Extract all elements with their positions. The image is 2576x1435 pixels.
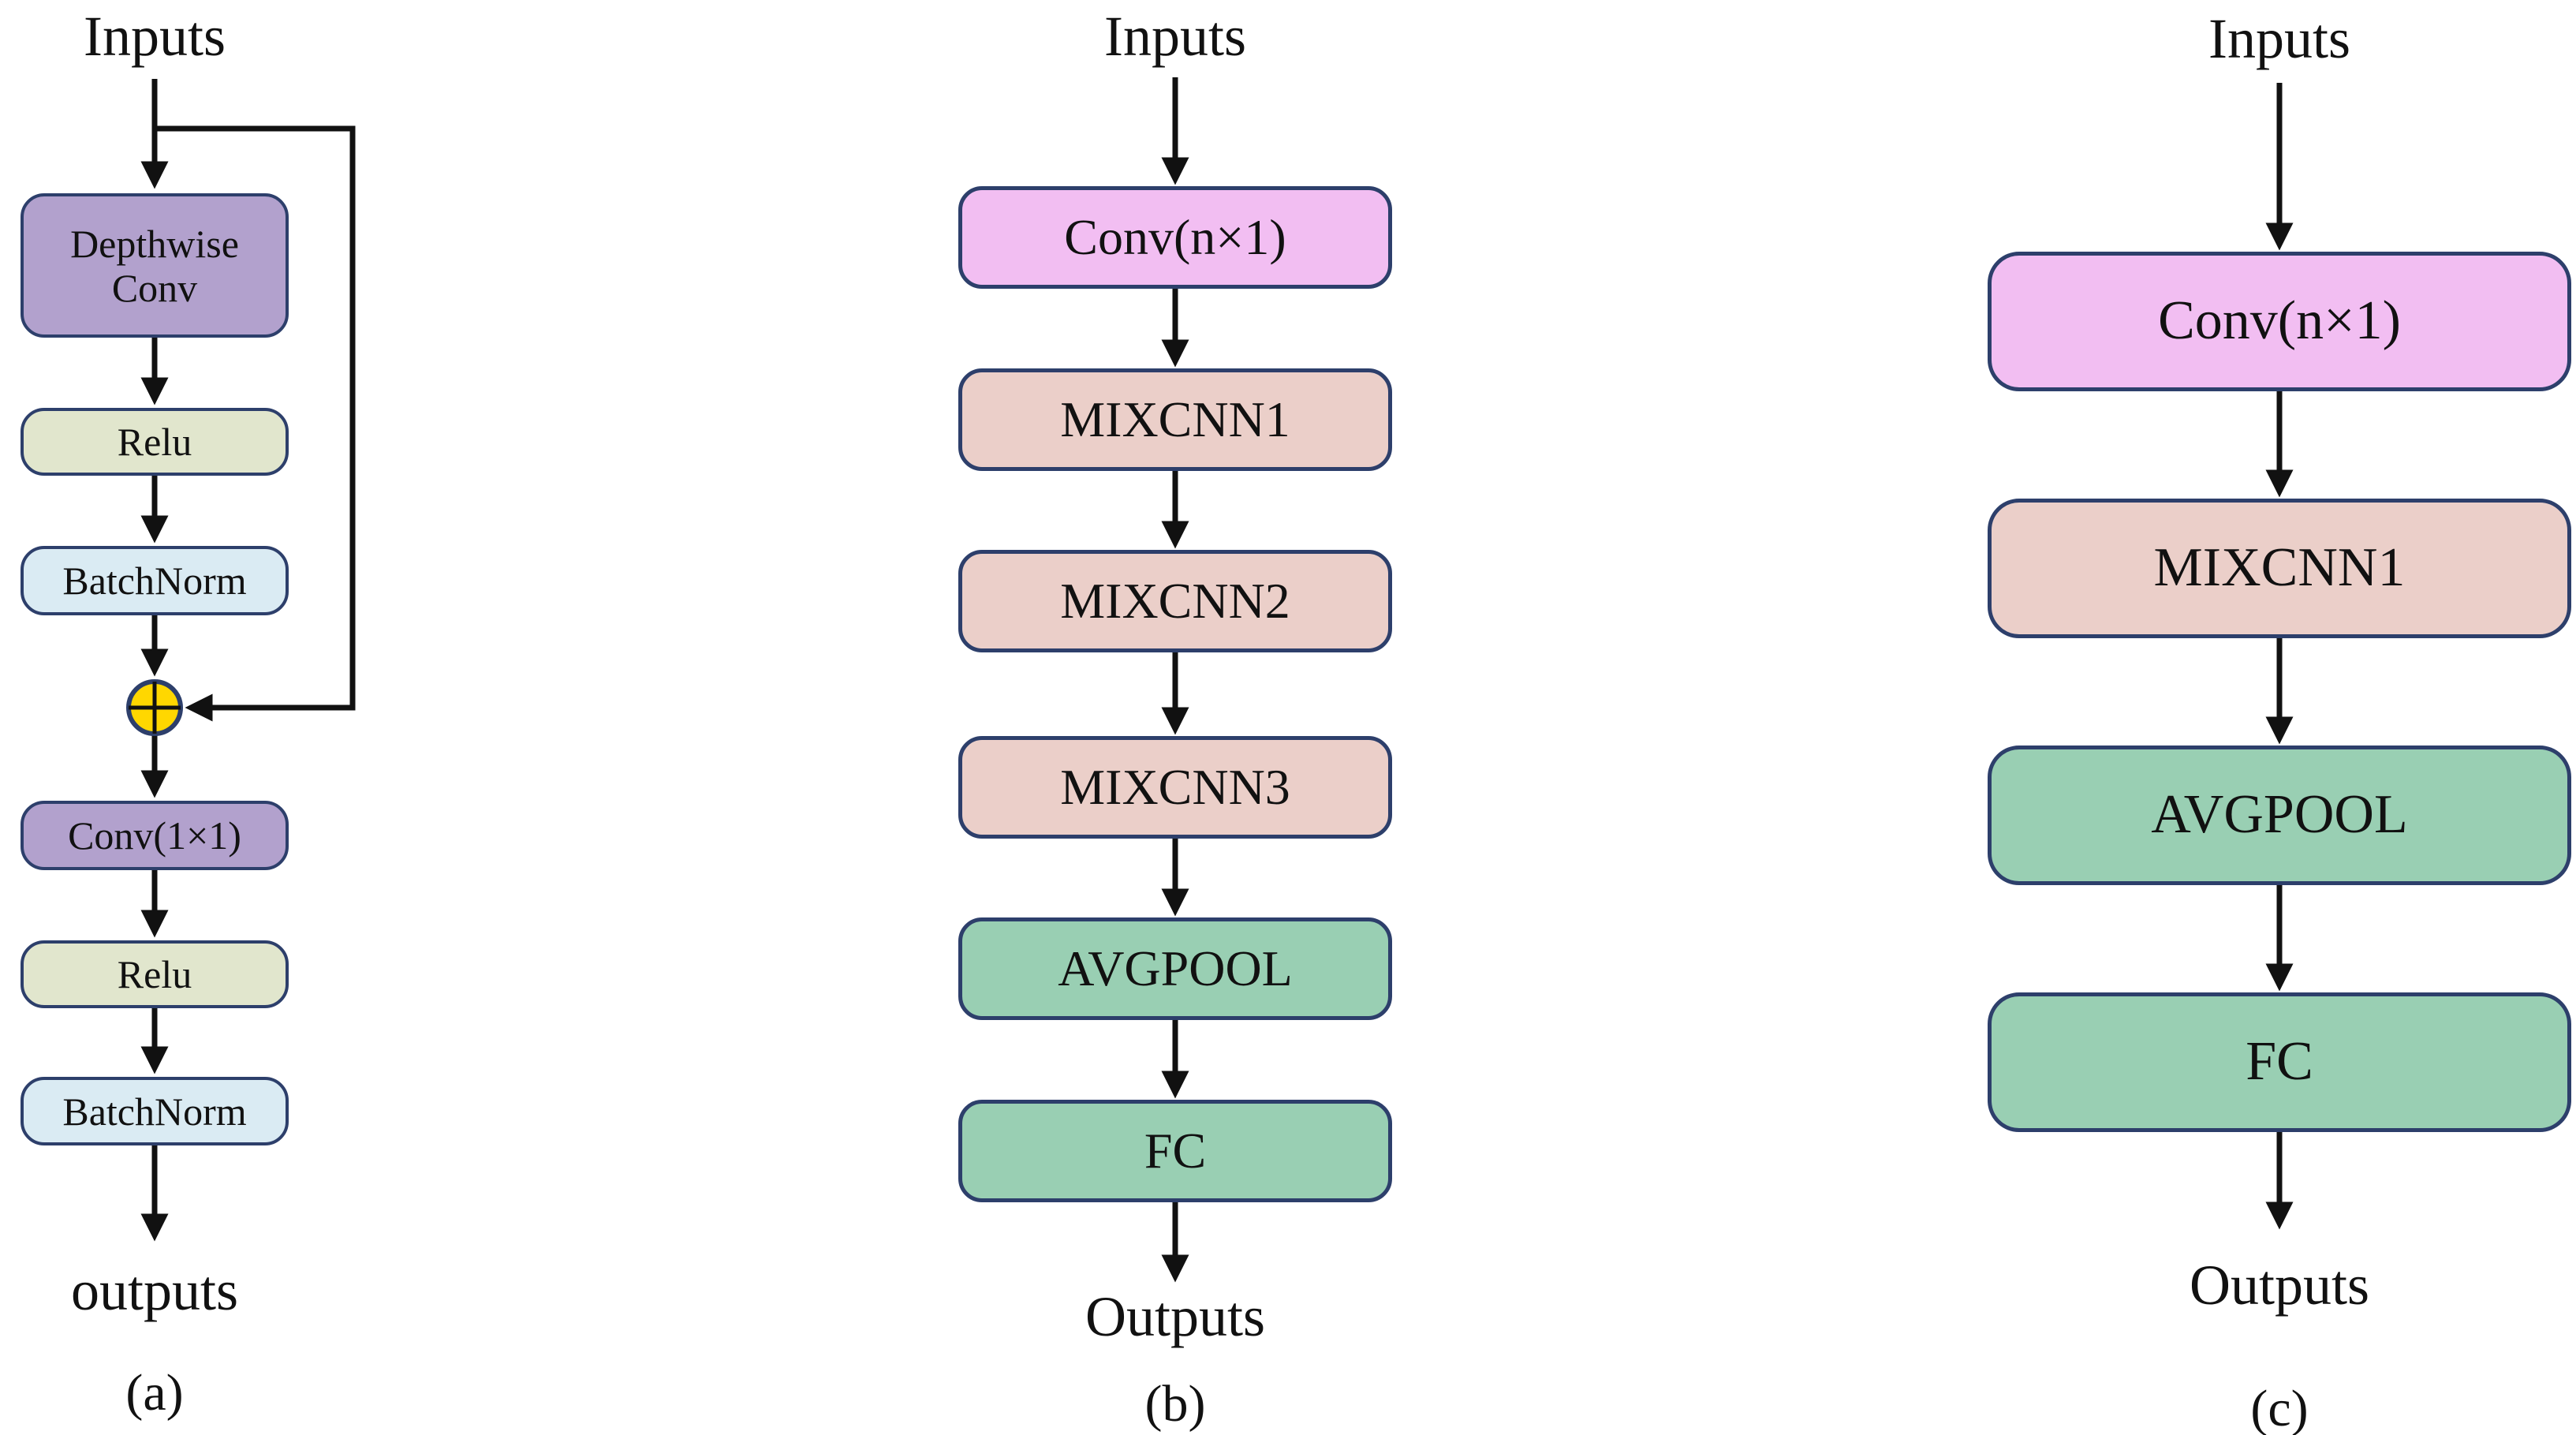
- node-mixcnn2: MIXCNN2: [958, 550, 1392, 652]
- node-fc: FC: [1988, 992, 2571, 1132]
- inputs-label: Inputs: [84, 5, 226, 68]
- outputs-label: outputs: [70, 1259, 239, 1322]
- node-mixcnn1: MIXCNN1: [1988, 499, 2571, 638]
- node-mixcnn1: MIXCNN1: [958, 368, 1392, 471]
- outputs-label: Outputs: [1085, 1285, 1266, 1348]
- node-conv-1x1: Conv(1×1): [21, 801, 289, 870]
- inputs-label: Inputs: [1104, 5, 1246, 68]
- node-avgpool: AVGPOOL: [958, 917, 1392, 1020]
- outputs-label: Outputs: [2189, 1254, 2370, 1317]
- caption-c: (c): [2250, 1380, 2309, 1435]
- node-batchnorm-2: BatchNorm: [21, 1077, 289, 1145]
- caption-b: (b): [1144, 1375, 1206, 1433]
- node-batchnorm-1: BatchNorm: [21, 546, 289, 615]
- node-relu-2: Relu: [21, 940, 289, 1008]
- inputs-label: Inputs: [2208, 7, 2350, 70]
- node-depthwise-conv: Depthwise Conv: [21, 193, 289, 338]
- circle-plus-icon: [126, 679, 183, 736]
- node-avgpool: AVGPOOL: [1988, 746, 2571, 885]
- node-mixcnn3: MIXCNN3: [958, 736, 1392, 839]
- node-conv-nx1: Conv(n×1): [958, 186, 1392, 289]
- node-fc: FC: [958, 1100, 1392, 1202]
- node-relu-1: Relu: [21, 408, 289, 476]
- caption-a: (a): [125, 1364, 184, 1422]
- node-conv-nx1: Conv(n×1): [1988, 252, 2571, 391]
- skip-connection-line: [155, 125, 356, 722]
